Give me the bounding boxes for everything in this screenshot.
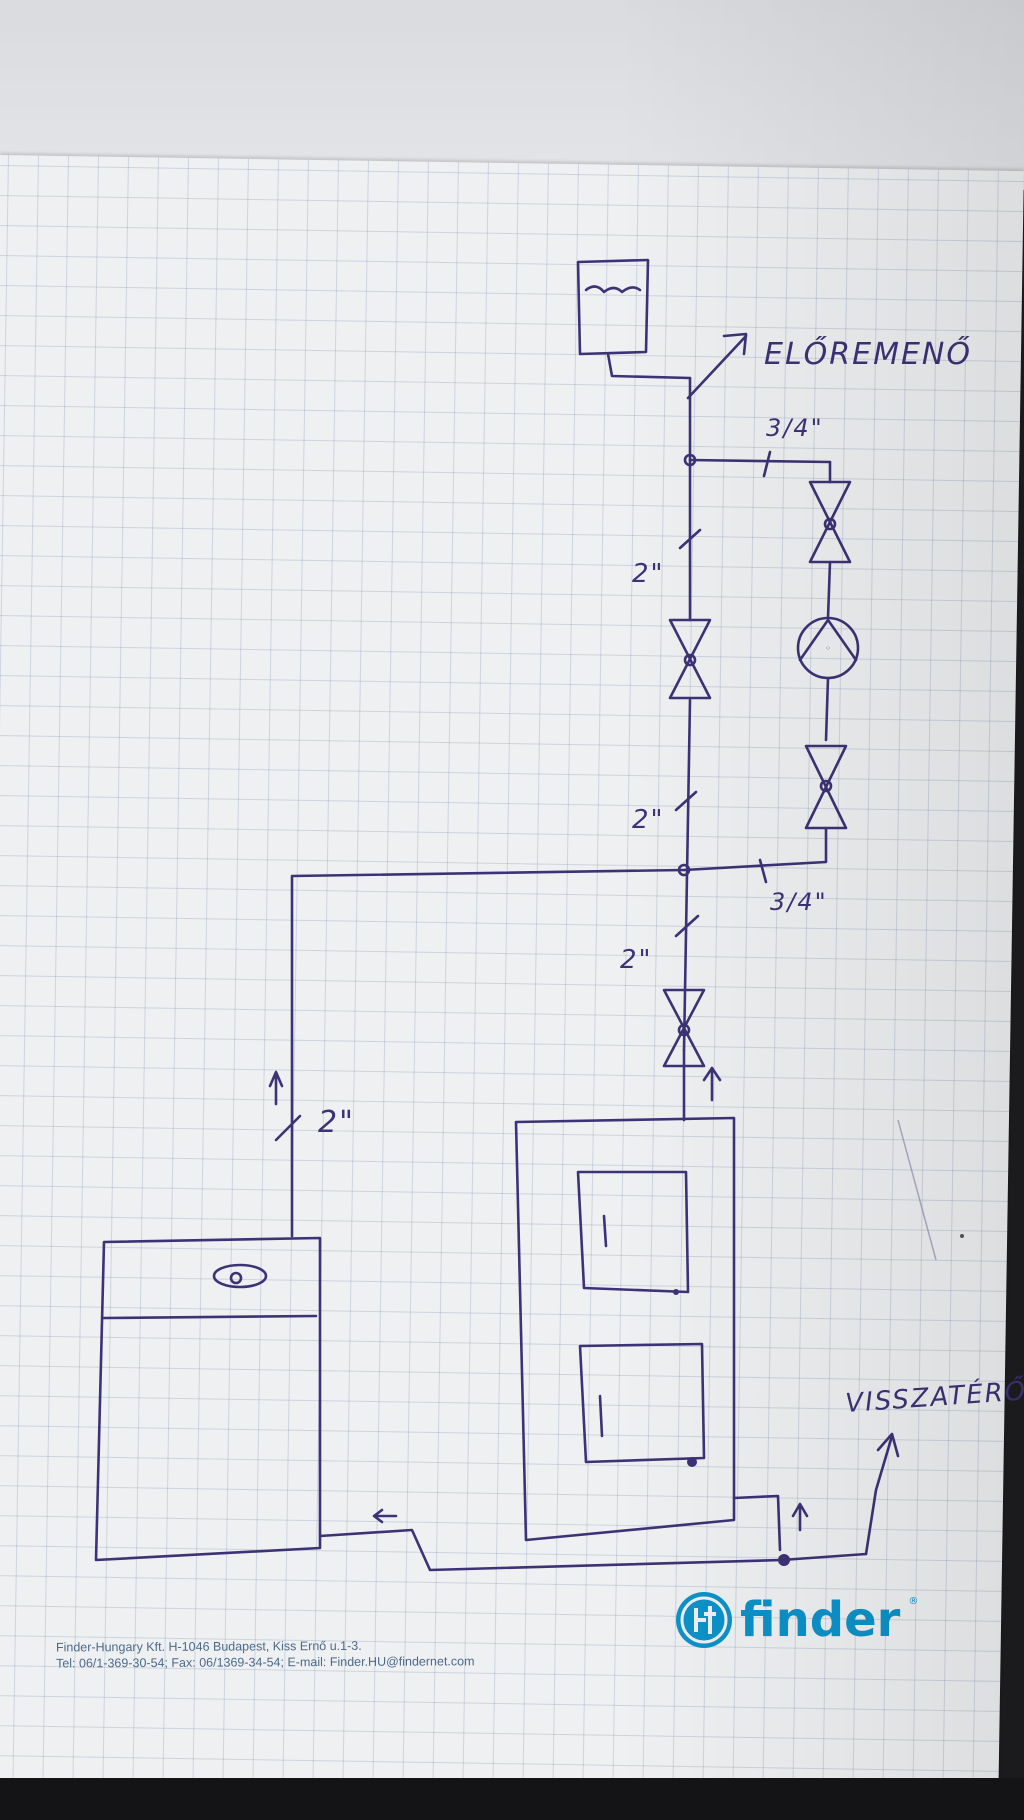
finder-logo: finder ® (676, 1590, 918, 1650)
riser-valve-lower (662, 988, 706, 1068)
size-tick (274, 1114, 302, 1142)
size-label-main-upper: 2" (632, 559, 665, 589)
size-label-left-pipe: 2" (318, 1105, 355, 1140)
solid-fuel-boiler (514, 1116, 736, 1542)
finder-logo-text: finder (740, 1592, 901, 1648)
size-tick (674, 914, 700, 938)
stray-pen-mark (897, 1119, 937, 1261)
footer-address: Finder-Hungary Kft. H-1046 Budapest, Kis… (56, 1637, 616, 1672)
size-label-bypass-bottom: 3/4" (770, 888, 828, 916)
flow-arrow-up-left (268, 1070, 284, 1106)
riser-valve-upper (668, 618, 712, 700)
size-label-main-lower: 2" (620, 945, 653, 975)
flow-arrow-up (702, 1066, 722, 1102)
return-pipe (318, 1432, 900, 1572)
gas-boiler (94, 1236, 322, 1562)
size-tick (758, 858, 768, 884)
size-label-bypass-top: 3/4" (766, 414, 824, 442)
finder-logo-icon (676, 1592, 732, 1648)
size-tick (762, 450, 772, 478)
supply-label: ELŐREMENŐ (764, 335, 972, 372)
size-label-main-mid: 2" (632, 805, 665, 835)
footer-contact-line: Tel: 06/1-369-30-54; Fax: 06/1369-34-54;… (56, 1654, 475, 1671)
size-tick (674, 790, 698, 812)
size-tick (678, 528, 702, 550)
stray-dot (960, 1234, 964, 1238)
expansion-tank (576, 258, 692, 380)
return-label: VISSZATÉRŐ (844, 1374, 1024, 1419)
header-to-left-boiler-pipe (290, 868, 686, 1238)
table-edge (0, 1778, 1024, 1820)
supply-arrow (686, 332, 748, 400)
bypass-branch (682, 460, 860, 872)
flow-arrow-return-left (372, 1508, 398, 1524)
flow-arrow-return-up (791, 1502, 809, 1532)
junction-return (778, 1554, 790, 1566)
main-riser-pipe (682, 376, 692, 1122)
bypass-upper-pipe (688, 458, 832, 464)
finder-logo-registered: ® (908, 1596, 919, 1607)
